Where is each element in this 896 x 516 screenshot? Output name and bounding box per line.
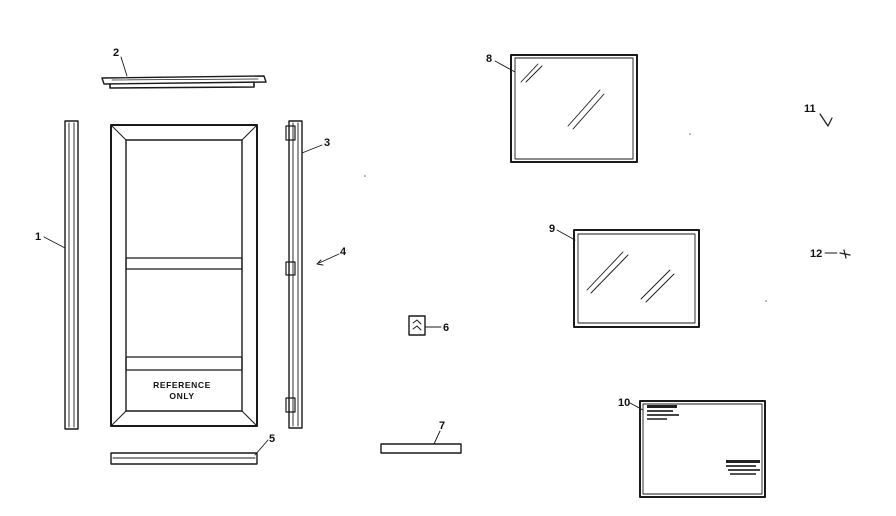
callout-11: 11 [804, 103, 816, 115]
part-1-left-rail [64, 120, 79, 430]
part-11-fastener [819, 113, 833, 127]
part-9-glass-pane [573, 229, 700, 328]
callout-1: 1 [35, 231, 41, 243]
leader-lines [43, 56, 838, 456]
part-8-glass-pane [510, 54, 638, 163]
callout-10: 10 [618, 397, 630, 409]
door-panel-label-line1: REFERENCE [153, 380, 211, 390]
callout-3: 3 [324, 137, 330, 149]
scan-specks [364, 133, 767, 302]
screen-label-mark-bottom [726, 460, 760, 475]
callout-8: 8 [486, 53, 492, 65]
part-10-screen-panel [639, 400, 766, 498]
callout-4: 4 [340, 246, 347, 258]
screen-label-mark-top [647, 405, 679, 420]
door-panel-label-line2: ONLY [169, 391, 194, 401]
part-6-bracket [408, 315, 426, 336]
callout-6: 6 [443, 322, 449, 334]
callout-2: 2 [113, 47, 119, 59]
part-12-fastener [839, 249, 851, 259]
part-5-bottom-rail [110, 452, 258, 465]
part-3-hinge-rail [285, 120, 303, 429]
callout-12: 12 [810, 248, 822, 260]
door-frame [110, 124, 258, 427]
callout-5: 5 [269, 433, 275, 445]
part-2-top-rail [101, 75, 267, 89]
callout-7: 7 [439, 420, 445, 432]
callout-9: 9 [549, 223, 555, 235]
part-7-bar [380, 443, 462, 454]
